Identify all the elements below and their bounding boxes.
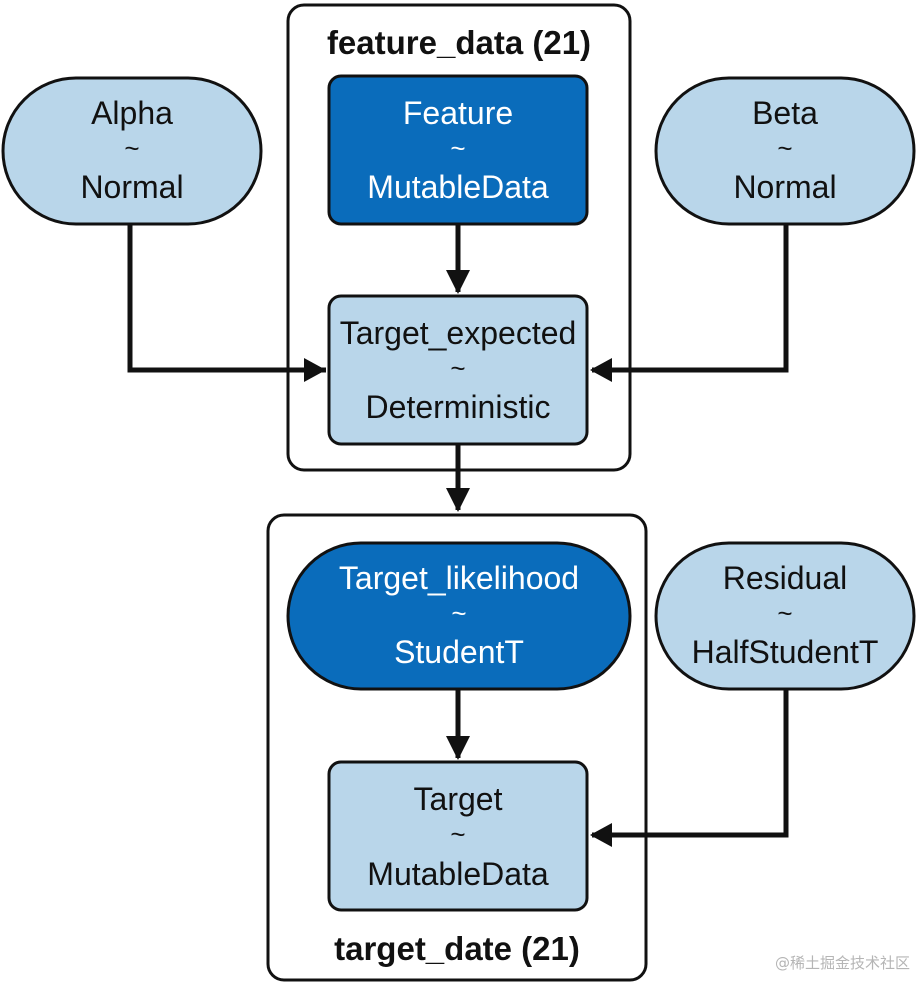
node-alpha-dist: Normal — [80, 169, 183, 205]
node-target-name: Target — [414, 781, 503, 817]
arrowhead-beta — [590, 358, 612, 382]
node-target-likelihood: Target_likelihood ~ StudentT — [286, 541, 632, 691]
node-feature: Feature ~ MutableData — [327, 74, 589, 226]
node-target-expected: Target_expected ~ Deterministic — [327, 294, 589, 446]
edge-alpha-to-target-expected — [127, 222, 326, 373]
node-feature-sep: ~ — [450, 133, 465, 163]
edge-beta-to-target-expected — [592, 222, 789, 373]
arrowhead-residual — [590, 823, 612, 847]
target-date-plate-label: target_date (21) — [334, 930, 580, 967]
node-alpha: Alpha ~ Normal — [1, 76, 263, 226]
node-beta-sep: ~ — [777, 133, 792, 163]
node-residual-name: Residual — [723, 560, 848, 596]
node-beta: Beta ~ Normal — [654, 76, 916, 226]
node-target-sep: ~ — [450, 819, 465, 849]
arrowhead-target-expected — [446, 488, 470, 512]
node-residual-sep: ~ — [777, 598, 792, 628]
arrowhead-alpha — [304, 358, 326, 382]
node-target-dist: MutableData — [367, 856, 549, 892]
node-target-likelihood-dist: StudentT — [394, 634, 524, 670]
node-target-expected-name: Target_expected — [340, 315, 577, 351]
watermark-text: @稀土掘金技术社区 — [774, 954, 910, 972]
node-beta-dist: Normal — [733, 169, 836, 205]
edge-residual-to-target — [592, 690, 789, 838]
node-feature-name: Feature — [403, 95, 513, 131]
node-target-likelihood-name: Target_likelihood — [339, 560, 579, 596]
node-feature-dist: MutableData — [367, 169, 549, 205]
node-alpha-sep: ~ — [124, 133, 139, 163]
node-target-expected-sep: ~ — [450, 353, 465, 383]
arrowhead-likelihood — [446, 736, 470, 760]
node-residual: Residual ~ HalfStudentT — [654, 541, 916, 691]
node-beta-name: Beta — [752, 95, 818, 131]
arrowhead-feature — [446, 270, 470, 294]
node-target-likelihood-sep: ~ — [451, 598, 466, 628]
feature-data-plate-label: feature_data (21) — [327, 24, 591, 61]
target-date-plate — [266, 513, 648, 982]
node-target: Target ~ MutableData — [327, 760, 589, 912]
node-alpha-name: Alpha — [91, 95, 173, 131]
node-target-expected-dist: Deterministic — [366, 389, 551, 425]
node-residual-dist: HalfStudentT — [692, 634, 879, 670]
